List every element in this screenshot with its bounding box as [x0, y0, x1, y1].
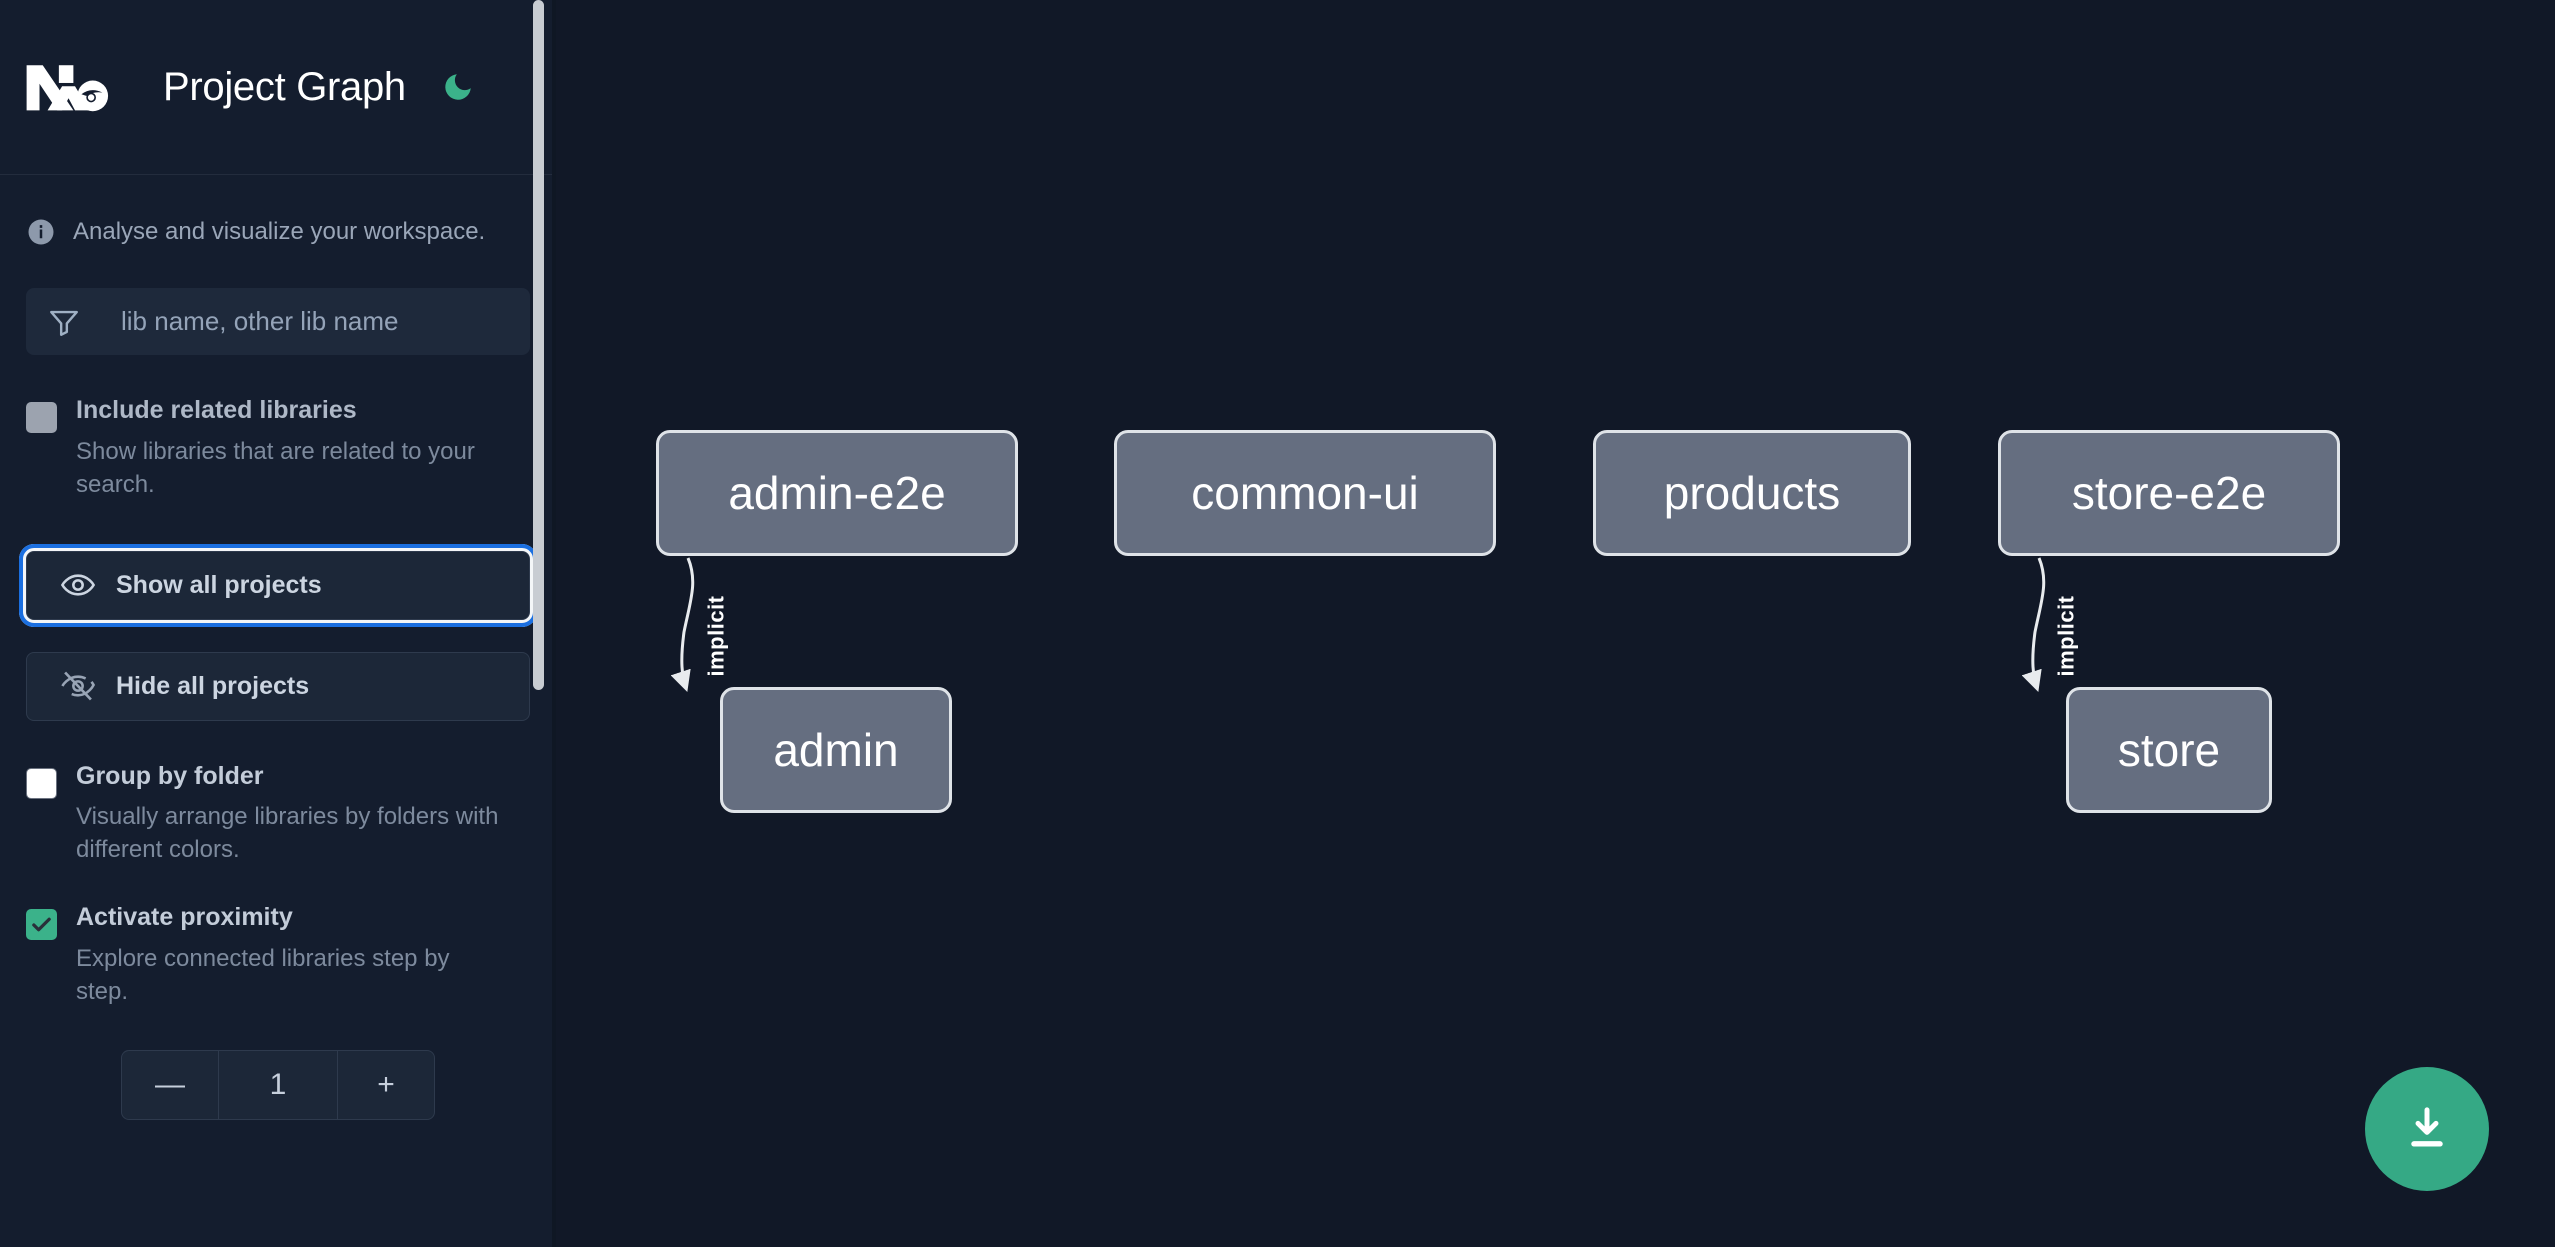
show-all-projects-label: Show all projects [116, 570, 322, 599]
option-activate-proximity[interactable]: Activate proximity Explore connected lib… [0, 904, 556, 1008]
edge-store-e2e-to-store [2021, 557, 2046, 692]
spacer [0, 501, 556, 551]
page-title: Project Graph [163, 64, 406, 109]
option-label: Include related libraries [76, 396, 357, 424]
eye-icon [60, 567, 96, 603]
option-text-group: Activate proximity Explore connected lib… [76, 904, 530, 1008]
search-box[interactable] [26, 288, 530, 355]
graph-node-store[interactable]: store [2066, 687, 2272, 813]
option-include-related-libraries[interactable]: Include related libraries Show libraries… [0, 396, 556, 501]
sidebar-header: Project Graph [0, 0, 556, 175]
download-image-button[interactable] [2365, 1067, 2489, 1191]
option-label: Activate proximity [76, 903, 293, 932]
stepper-decrement-button[interactable]: — [122, 1051, 218, 1119]
funnel-glyph [50, 310, 78, 336]
option-description: Explore connected libraries step by step… [76, 944, 450, 1006]
option-text-group: Group by folder Visually arrange librari… [76, 761, 530, 867]
edge-label-implicit-store: implicit [2053, 595, 2079, 677]
checkbox-activate-proximity[interactable] [26, 909, 57, 941]
download-icon [2411, 1107, 2443, 1147]
option-label: Group by folder [76, 761, 264, 790]
info-circle-icon [28, 219, 54, 244]
eye-off-icon [60, 668, 96, 704]
edge-label-implicit-admin: implicit [703, 595, 729, 677]
moon-icon[interactable] [440, 69, 476, 105]
filter-funnel-icon [26, 288, 102, 355]
nx-logo-icon [26, 65, 109, 112]
search-input[interactable] [103, 288, 530, 355]
graph-node-admin-e2e[interactable]: admin-e2e [656, 430, 1018, 556]
graph-edges [670, 557, 2046, 692]
option-group-by-folder[interactable]: Group by folder Visually arrange librari… [0, 761, 556, 867]
sidebar-content: Project Graph Analyse and visualize your… [0, 0, 556, 1121]
sidebar-divider [552, 0, 556, 1247]
hide-all-projects-label: Hide all projects [116, 671, 310, 700]
option-description: Visually arrange libraries by folders wi… [76, 803, 499, 864]
sidebar-info: Analyse and visualize your workspace. [0, 175, 556, 288]
option-text-group: Include related libraries Show libraries… [76, 396, 530, 501]
project-visibility-buttons: Show all projects Hide all projects [0, 543, 556, 721]
sidebar-scrollbar[interactable] [533, 0, 544, 690]
eye-off-glyph [61, 671, 96, 701]
graph-node-common-ui[interactable]: common-ui [1114, 430, 1496, 556]
stepper-value[interactable]: 1 [218, 1051, 338, 1120]
search-section [0, 288, 556, 355]
check-icon [32, 918, 51, 932]
checkbox-group-by-folder[interactable] [26, 767, 57, 799]
sidebar: Project Graph Analyse and visualize your… [0, 0, 556, 1247]
spacer [26, 620, 530, 652]
graph-canvas[interactable]: implicit implicit admin-e2e common-ui pr… [556, 0, 2555, 1247]
graph-node-store-e2e[interactable]: store-e2e [1998, 430, 2340, 556]
hide-all-projects-button[interactable]: Hide all projects [26, 651, 530, 721]
eye-glyph [60, 574, 96, 596]
proximity-stepper-wrap: — 1 + [0, 1050, 556, 1121]
option-description: Show libraries that are related to your … [76, 437, 475, 498]
show-all-projects-button[interactable]: Show all projects [19, 543, 537, 627]
moon-glyph [445, 74, 471, 100]
proximity-stepper: — 1 + [121, 1050, 435, 1121]
graph-node-admin[interactable]: admin [720, 687, 952, 813]
edge-admin-e2e-to-admin [670, 557, 695, 692]
stepper-increment-button[interactable]: + [338, 1051, 434, 1119]
graph-node-products[interactable]: products [1593, 430, 1911, 556]
sidebar-info-text: Analyse and visualize your workspace. [73, 217, 486, 245]
checkbox-include-related-libraries[interactable] [26, 402, 57, 433]
